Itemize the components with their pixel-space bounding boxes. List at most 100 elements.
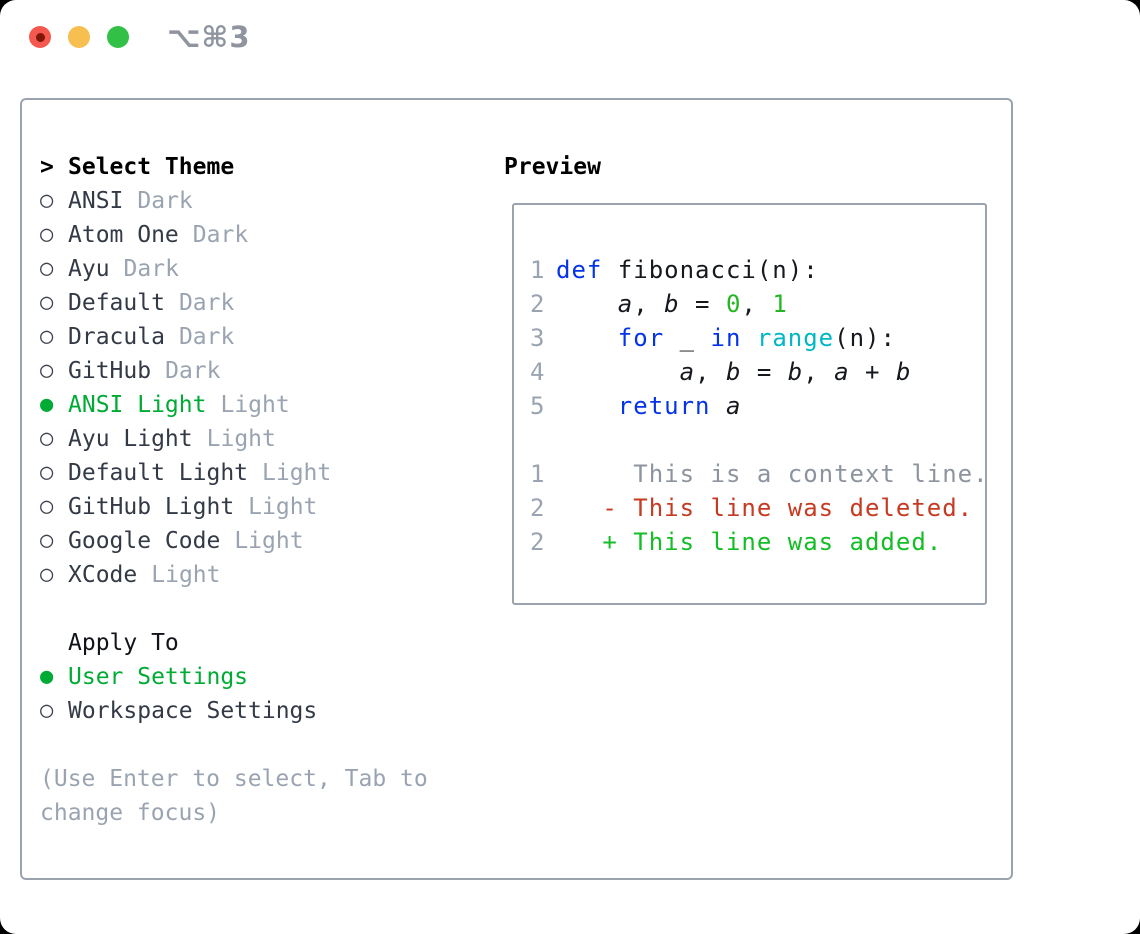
select-theme-title-row: > Select Theme [40, 150, 480, 184]
code-content: return a [556, 389, 741, 423]
close-button[interactable] [29, 26, 51, 48]
code-line: 3 for _ in range(n): [530, 321, 985, 355]
code-content: def fibonacci(n): [556, 253, 819, 287]
code-token [556, 290, 618, 318]
code-token [556, 324, 618, 352]
theme-option[interactable]: ○ Ayu Dark [40, 252, 480, 286]
code-token: b [895, 358, 912, 386]
radio-icon: ○ [40, 460, 54, 485]
theme-option[interactable]: ○ XCode Light [40, 558, 480, 592]
theme-variant: Light [151, 562, 221, 588]
apply-option[interactable]: ○ Workspace Settings [40, 694, 480, 728]
theme-option[interactable]: ○ Default Dark [40, 286, 480, 320]
code-line [530, 423, 985, 457]
select-theme-title: Select Theme [68, 154, 235, 180]
theme-name: Atom One [68, 222, 179, 248]
radio-icon: ○ [40, 324, 54, 349]
theme-option[interactable]: ○ ANSI Dark [40, 184, 480, 218]
theme-option[interactable]: ○ Dracula Dark [40, 320, 480, 354]
close-dot-icon [35, 32, 45, 42]
line-number: 4 [530, 358, 546, 386]
radio-icon: ○ [40, 188, 54, 213]
preview-box: 1 def fibonacci(n): 2 a, b = 0, 1 3 for … [512, 203, 987, 605]
line-number: 5 [530, 392, 546, 420]
code-token: 1 [772, 290, 788, 318]
radio-icon: ○ [40, 494, 54, 519]
theme-name: Default [68, 290, 165, 316]
theme-variant: Light [206, 426, 276, 452]
code-token: b [787, 358, 804, 386]
theme-variant: Light [220, 392, 290, 418]
radio-icon: ○ [40, 290, 54, 315]
help-text-line1: (Use Enter to select, Tab to [40, 766, 428, 792]
code-token: + [849, 358, 896, 386]
radio-icon: ○ [40, 562, 54, 587]
theme-variant: Light [262, 460, 332, 486]
code-token: , [633, 290, 665, 318]
code-token: = [679, 290, 726, 318]
code-token: , [741, 290, 773, 318]
code-token: for [617, 324, 665, 352]
theme-name: Google Code [68, 528, 221, 554]
theme-variant: Light [248, 494, 318, 520]
theme-option[interactable]: ○ Google Code Light [40, 524, 480, 558]
radio-icon: ○ [40, 426, 54, 451]
theme-dialog: > Select Theme ○ ANSI Dark ○ Atom One Da… [20, 98, 1013, 880]
theme-option[interactable]: ○ Ayu Light Light [40, 422, 480, 456]
code-line: 1 def fibonacci(n): [530, 253, 985, 287]
line-number: 3 [530, 324, 546, 352]
theme-variant: Light [234, 528, 304, 554]
code-token [556, 358, 680, 386]
apply-to-list: ● User Settings ○ Workspace Settings [40, 660, 480, 728]
code-line: 5 return a [530, 389, 985, 423]
theme-name: XCode [68, 562, 138, 588]
theme-selector-column: > Select Theme ○ ANSI Dark ○ Atom One Da… [40, 150, 480, 830]
code-content: This is a context line. [556, 457, 987, 491]
code-line: 4 a, b = b, a + b [530, 355, 985, 389]
code-line: 2 + This line was added. [530, 525, 985, 559]
apply-option-label: User Settings [68, 664, 249, 690]
theme-option[interactable]: ○ GitHub Light Light [40, 490, 480, 524]
apply-option[interactable]: ● User Settings [40, 660, 480, 694]
zoom-button[interactable] [107, 26, 129, 48]
theme-name: Ayu [68, 256, 110, 282]
code-line: 2 - This line was deleted. [530, 491, 985, 525]
code-content: for _ in range(n): [556, 321, 896, 355]
preview-column: Preview 1 def fibonacci(n): 2 a, b = 0, … [504, 150, 987, 605]
focus-caret-icon: > [40, 154, 54, 180]
apply-to-title: Apply To [68, 630, 179, 656]
theme-name: ANSI [68, 188, 124, 214]
code-token: in [710, 324, 742, 352]
radio-icon: ○ [40, 358, 54, 383]
theme-name: Ayu Light [68, 426, 193, 452]
code-token: return [617, 392, 711, 420]
code-token: , [695, 358, 726, 386]
spacer [40, 728, 480, 762]
theme-option[interactable]: ○ GitHub Dark [40, 354, 480, 388]
code-token: This is a context line. [556, 460, 987, 488]
code-token: a [679, 358, 696, 386]
code-token: b [725, 358, 742, 386]
code-token: = [741, 358, 788, 386]
line-number: 2 [530, 494, 546, 522]
minimize-button[interactable] [68, 26, 90, 48]
code-token: fibonacci(n): [602, 256, 819, 284]
code-content: - This line was deleted. [556, 491, 973, 525]
code-line: 2 a, b = 0, 1 [530, 287, 985, 321]
code-content: a, b = b, a + b [556, 355, 911, 389]
window-controls [29, 26, 129, 48]
code-content: + This line was added. [556, 525, 942, 559]
keyboard-shortcut-label: ⌥⌘3 [167, 20, 251, 54]
theme-option[interactable]: ● ANSI Light Light [40, 388, 480, 422]
code-token: a [617, 290, 634, 318]
code-token: def [556, 256, 603, 284]
code-token: a [725, 392, 742, 420]
code-token: + This line was added. [556, 528, 943, 556]
theme-option[interactable]: ○ Default Light Light [40, 456, 480, 490]
code-content: a, b = 0, 1 [556, 287, 788, 321]
radio-icon: ○ [40, 256, 54, 281]
theme-variant: Dark [178, 290, 235, 316]
theme-option[interactable]: ○ Atom One Dark [40, 218, 480, 252]
line-number [530, 423, 547, 457]
code-token: a [834, 358, 850, 386]
